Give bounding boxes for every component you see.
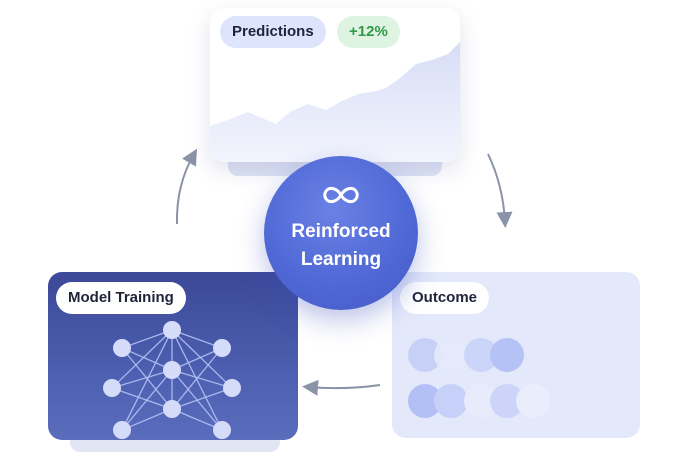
model-training-label: Model Training <box>56 282 186 314</box>
outcome-card: Outcome <box>392 272 640 438</box>
nn-node <box>163 361 181 379</box>
predictions-delta-badge: +12% <box>337 16 400 48</box>
predictions-area-chart <box>210 42 460 162</box>
outcome-dot <box>516 384 550 418</box>
arrow-outcome-to-training <box>302 379 381 396</box>
nn-node <box>213 339 231 357</box>
nn-node <box>163 400 181 418</box>
model-training-card: Model Training <box>48 272 298 440</box>
outcome-dot <box>490 338 524 372</box>
reinforced-learning-hub: Reinforced Learning <box>264 156 418 310</box>
nn-node <box>213 421 231 439</box>
outcome-dot <box>434 338 468 372</box>
arrow-training-to-predictions <box>175 148 198 225</box>
hub-title-line1: Reinforced <box>291 221 391 242</box>
nn-node <box>103 379 121 397</box>
outcome-label: Outcome <box>400 282 490 314</box>
nn-node <box>113 421 131 439</box>
neural-network-icon <box>103 321 241 439</box>
predictions-area <box>210 42 460 162</box>
nn-node <box>223 379 241 397</box>
outcome-dot <box>434 384 468 418</box>
arrow-predictions-to-outcome <box>487 153 513 228</box>
predictions-label: Predictions <box>220 16 326 48</box>
nn-node <box>113 339 131 357</box>
nn-node <box>163 321 181 339</box>
infinity-icon <box>323 186 359 204</box>
predictions-card: Predictions +12% <box>210 8 460 162</box>
hub-title-line2: Learning <box>300 249 382 270</box>
